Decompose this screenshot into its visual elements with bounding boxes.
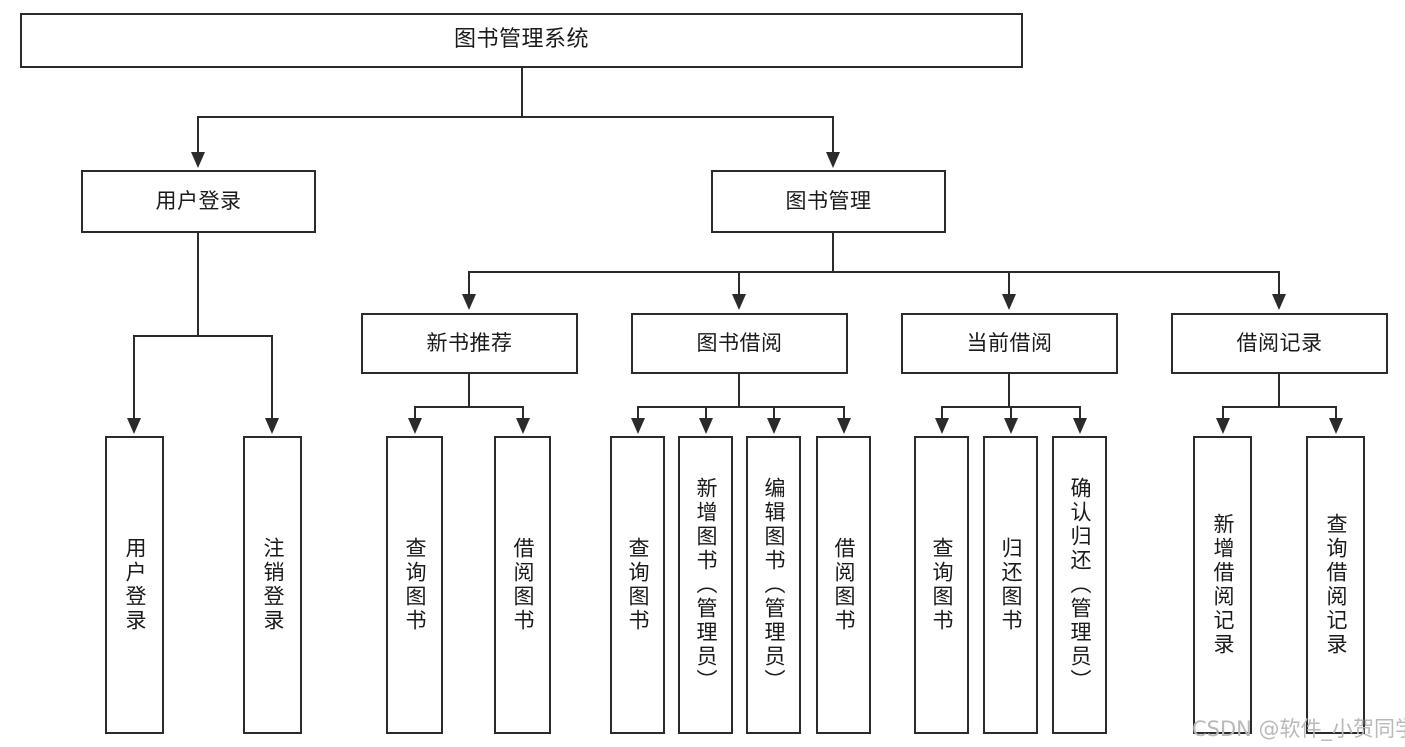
arrowhead-book-manage: [826, 152, 840, 168]
node-label: 新增借阅记录: [1211, 513, 1235, 657]
arrowhead-current-borrow: [1002, 294, 1016, 310]
arrowhead-book-borrow: [732, 294, 746, 310]
arrowhead-new-book: [462, 294, 476, 310]
node-label: 新书推荐: [426, 330, 513, 355]
node-leaf-user-login[interactable]: 用户登录: [105, 436, 164, 734]
arrowhead-bb-leaf-3: [767, 418, 781, 434]
edge-cb-drop-3: [1079, 406, 1081, 420]
edge-to-book-manage: [832, 116, 834, 154]
node-root-system[interactable]: 图书管理系统: [20, 13, 1023, 68]
node-new-book-recommend[interactable]: 新书推荐: [361, 313, 578, 374]
node-label: 查询借阅记录: [1324, 513, 1348, 657]
edge-to-book-borrow: [738, 271, 740, 295]
edge-to-new-book: [468, 271, 470, 295]
arrowhead-cb-leaf-2: [1004, 418, 1018, 434]
edge-cb-drop-1: [941, 406, 943, 420]
node-leaf-cb-confirm-return[interactable]: 确认归还（管理员）: [1052, 436, 1107, 734]
edge-user-login-drop-1: [133, 335, 135, 420]
edge-book-borrow-stem: [738, 374, 740, 407]
node-leaf-bb-query-book[interactable]: 查询图书: [610, 436, 665, 734]
arrowhead-nb-leaf-2: [516, 418, 530, 434]
node-label: 注销登录: [261, 537, 285, 633]
node-label: 用户登录: [123, 537, 147, 633]
node-label: 当前借阅: [966, 330, 1053, 355]
edge-book-manage-stem: [832, 233, 834, 272]
node-label: 编辑图书（管理员）: [762, 477, 786, 693]
node-label: 查询图书: [626, 537, 650, 633]
edge-borrow-record-bus: [1222, 406, 1337, 408]
edge-to-user-login: [197, 116, 199, 154]
node-current-borrow[interactable]: 当前借阅: [901, 313, 1118, 374]
arrowhead-bb-leaf-2: [699, 418, 713, 434]
node-user-login[interactable]: 用户登录: [81, 170, 316, 233]
node-borrow-record[interactable]: 借阅记录: [1171, 313, 1388, 374]
edge-level2-bus: [197, 116, 834, 118]
edge-new-book-stem: [468, 374, 470, 407]
node-leaf-logout[interactable]: 注销登录: [243, 436, 302, 734]
edge-new-book-bus: [414, 406, 524, 408]
arrowhead-user-login: [191, 152, 205, 168]
node-label: 查询图书: [403, 537, 427, 633]
edge-root-stem: [521, 68, 523, 117]
edge-br-drop-1: [1222, 406, 1224, 420]
node-leaf-bb-add-book[interactable]: 新增图书（管理员）: [678, 436, 733, 734]
arrowhead-leaf-logout: [265, 418, 279, 434]
node-label: 新增图书（管理员）: [694, 477, 718, 693]
node-label: 借阅图书: [832, 537, 856, 633]
node-label: 归还图书: [999, 537, 1023, 633]
node-label: 图书管理系统: [453, 27, 589, 53]
node-leaf-bb-borrow-book[interactable]: 借阅图书: [816, 436, 871, 734]
edge-level3-bus: [468, 271, 1280, 273]
arrowhead-leaf-user-login: [127, 418, 141, 434]
edge-borrow-record-stem: [1278, 374, 1280, 407]
arrowhead-cb-leaf-3: [1073, 418, 1087, 434]
node-label: 图书管理: [785, 188, 872, 213]
arrowhead-cb-leaf-1: [935, 418, 949, 434]
node-label: 借阅图书: [511, 537, 535, 633]
node-book-management[interactable]: 图书管理: [711, 170, 946, 233]
node-book-borrow[interactable]: 图书借阅: [631, 313, 848, 374]
edge-user-login-drop-2: [271, 335, 273, 420]
edge-user-login-bus: [133, 335, 273, 337]
node-leaf-cb-return-book[interactable]: 归还图书: [983, 436, 1038, 734]
edge-current-borrow-stem: [1008, 374, 1010, 407]
arrowhead-borrow-record: [1272, 294, 1286, 310]
node-leaf-nb-query-book[interactable]: 查询图书: [386, 436, 443, 734]
node-leaf-br-add-record[interactable]: 新增借阅记录: [1193, 436, 1252, 734]
edge-user-login-stem: [197, 233, 199, 336]
node-leaf-nb-borrow-book[interactable]: 借阅图书: [494, 436, 551, 734]
edge-to-borrow-record: [1278, 271, 1280, 295]
node-label: 查询图书: [930, 537, 954, 633]
arrowhead-bb-leaf-1: [631, 418, 645, 434]
edge-new-book-drop-1: [414, 406, 416, 420]
node-label: 用户登录: [155, 188, 242, 213]
edge-bb-drop-2: [705, 406, 707, 420]
node-leaf-cb-query-book[interactable]: 查询图书: [914, 436, 969, 734]
node-label: 确认归还（管理员）: [1068, 477, 1092, 693]
arrowhead-bb-leaf-4: [837, 418, 851, 434]
node-label: 图书借阅: [696, 330, 783, 355]
arrowhead-br-leaf-1: [1216, 418, 1230, 434]
arrowhead-nb-leaf-1: [408, 418, 422, 434]
edge-to-current-borrow: [1008, 271, 1010, 295]
node-label: 借阅记录: [1236, 330, 1323, 355]
edge-bb-drop-3: [773, 406, 775, 420]
edge-new-book-drop-2: [522, 406, 524, 420]
edge-book-borrow-bus: [637, 406, 845, 408]
arrowhead-br-leaf-2: [1329, 418, 1343, 434]
edge-bb-drop-4: [843, 406, 845, 420]
edge-cb-drop-2: [1010, 406, 1012, 420]
edge-br-drop-2: [1335, 406, 1337, 420]
node-leaf-br-query-record[interactable]: 查询借阅记录: [1306, 436, 1365, 734]
node-leaf-bb-edit-book[interactable]: 编辑图书（管理员）: [746, 436, 801, 734]
edge-bb-drop-1: [637, 406, 639, 420]
